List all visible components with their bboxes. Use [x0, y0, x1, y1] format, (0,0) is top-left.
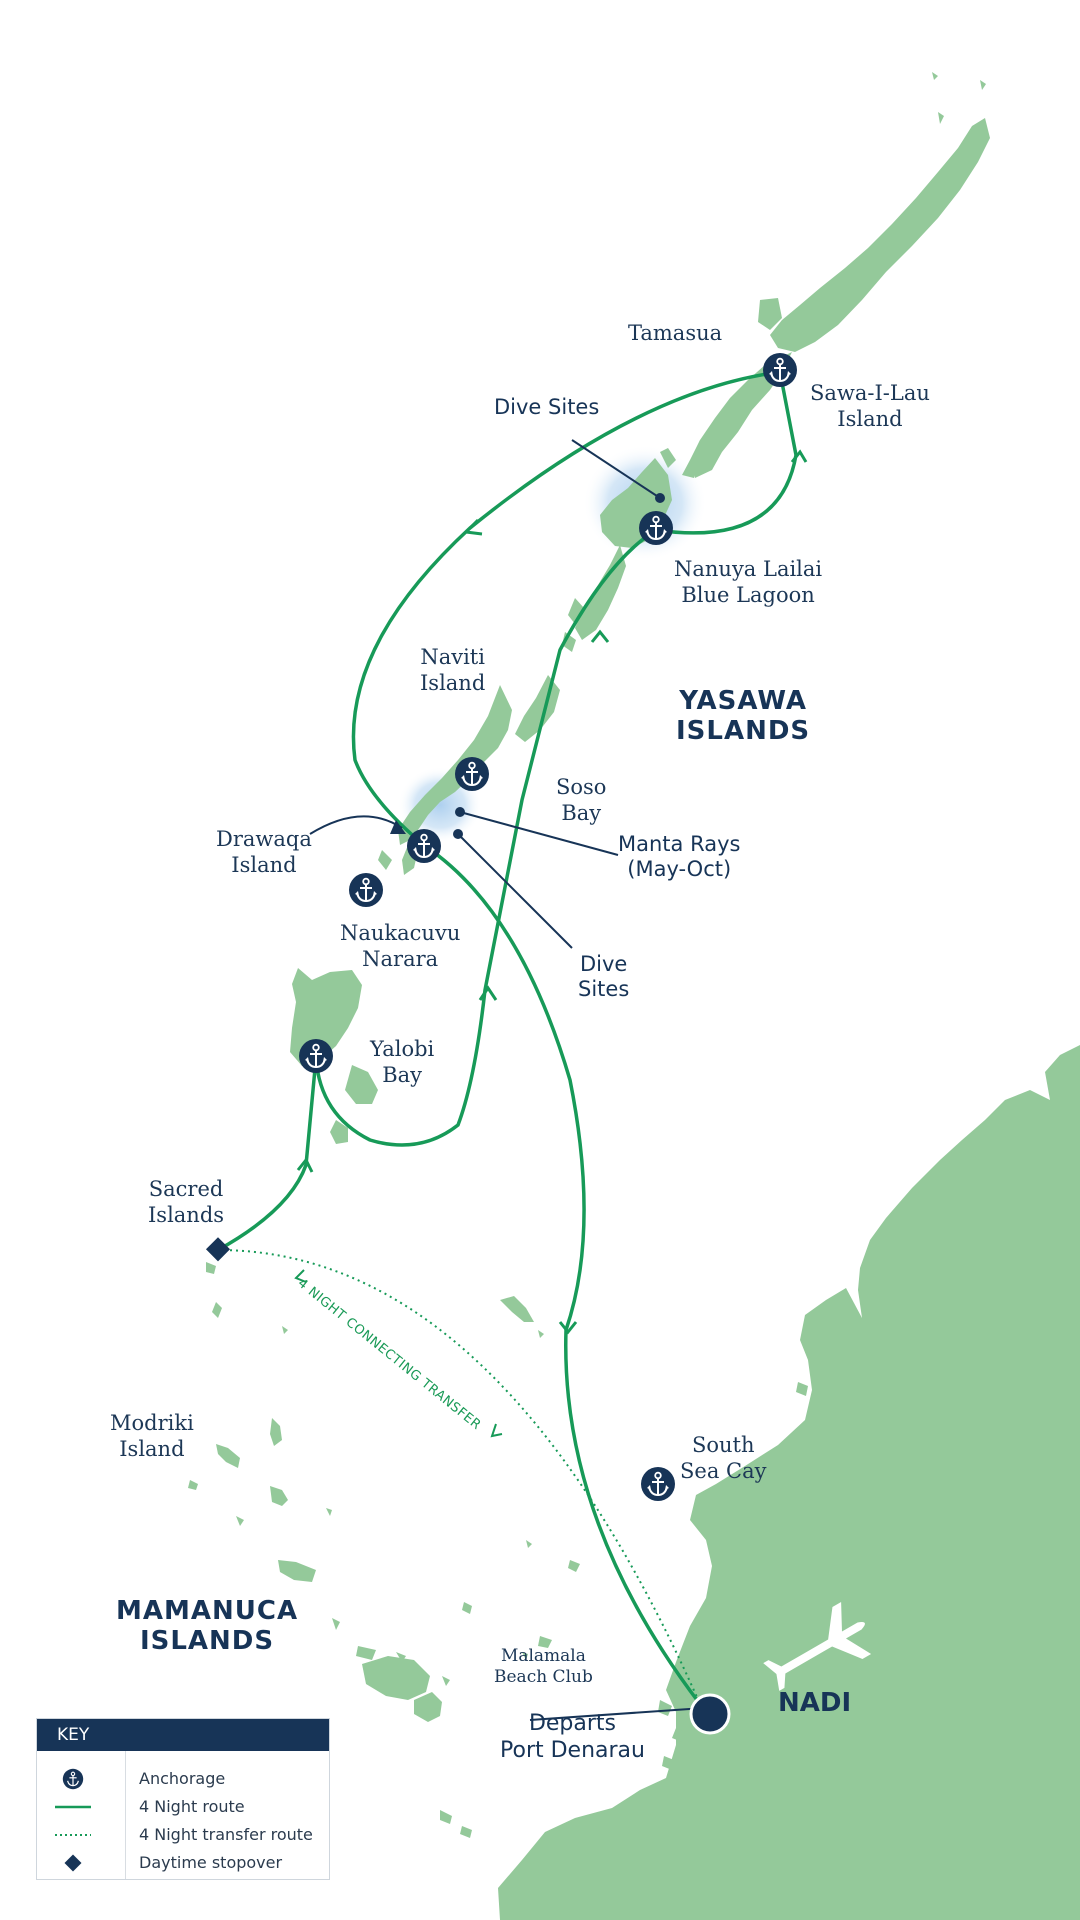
label-drawaqa: Drawaqa Island: [216, 826, 312, 878]
label-line: Departs: [528, 1711, 617, 1736]
label-line: Island: [231, 853, 297, 877]
legend-label: 4 Night route: [139, 1797, 245, 1816]
label-line: Naviti: [420, 645, 485, 669]
label-malamala: Malamala Beach Club: [494, 1646, 593, 1688]
manta-dot: [455, 807, 465, 817]
mainland-viti-levu: [498, 1045, 1080, 1920]
label-tamasua: Tamasua: [628, 320, 722, 346]
route-arrows: [296, 449, 808, 1335]
anchor-icon: [348, 872, 384, 908]
anchor-icon: [762, 352, 798, 388]
legend-item-route: 4 Night route: [37, 1793, 329, 1821]
legend-label: 4 Night transfer route: [139, 1825, 313, 1844]
label-line: Malamala: [500, 1646, 586, 1666]
label-line: MAMANUCA: [116, 1596, 299, 1626]
label-line: Blue Lagoon: [681, 583, 815, 607]
label-line: YASAWA: [679, 686, 807, 716]
label-line: ISLANDS: [676, 716, 811, 746]
legend-title: KEY: [37, 1719, 329, 1751]
label-line: Island: [119, 1437, 185, 1461]
dive-site-dot: [453, 829, 463, 839]
label-line: Drawaqa: [216, 827, 312, 851]
anchor-icon: [454, 756, 490, 792]
label-naukacuvu: Naukacuvu Narara: [340, 920, 460, 972]
label-line: Sea Cay: [680, 1459, 767, 1483]
label-line: Manta Rays: [618, 832, 741, 856]
four-night-route: [217, 370, 798, 1706]
dive-site-dot: [655, 493, 665, 503]
legend-label: Anchorage: [139, 1769, 226, 1788]
legend-item-anchorage: Anchorage: [37, 1765, 329, 1793]
label-soso-bay: Soso Bay: [556, 774, 606, 826]
label-line: Sites: [578, 977, 630, 1001]
label-line: Modriki: [110, 1411, 194, 1435]
dotted-line-icon: [55, 1834, 91, 1836]
label-line: South: [691, 1433, 755, 1457]
drawaqa-arrowhead: [390, 820, 406, 834]
region-yasawa: YASAWA ISLANDS: [676, 686, 810, 746]
label-line: Naukacuvu: [340, 921, 461, 945]
label-line: Nanuya Lailai: [674, 557, 823, 581]
airplane-icon: [763, 1602, 872, 1691]
label-dive-sites-south: Dive Sites: [578, 952, 629, 1002]
port-denarau-marker: [689, 1693, 731, 1735]
mamanuca-islands-land: [188, 72, 986, 1838]
transfer-arrow-2: [490, 1423, 503, 1438]
legend-item-stopover: Daytime stopover: [37, 1849, 329, 1877]
label-line: Beach Club: [494, 1667, 593, 1687]
label-south-sea-cay: South Sea Cay: [680, 1432, 766, 1484]
label-line: Bay: [382, 1063, 423, 1087]
anchor-icon: [62, 1768, 84, 1790]
label-manta-rays: Manta Rays (May-Oct): [618, 832, 740, 882]
label-line: (May-Oct): [627, 857, 732, 881]
label-line: Dive: [579, 952, 628, 976]
label-dive-sites-north: Dive Sites: [494, 395, 599, 420]
transfer-route-line: [217, 1249, 701, 1705]
legend-item-transfer: 4 Night transfer route: [37, 1821, 329, 1849]
transfer-arrow-1: [294, 1269, 307, 1283]
label-line: Bay: [561, 801, 602, 825]
label-line: Dive Sites: [494, 395, 600, 419]
region-mamanuca: MAMANUCA ISLANDS: [116, 1596, 298, 1656]
label-yalobi-bay: Yalobi Bay: [370, 1036, 434, 1088]
label-sacred-islands: Sacred Islands: [148, 1176, 224, 1228]
label-sawa-i-lau: Sawa-I-Lau Island: [810, 380, 930, 432]
legend-divider: [125, 1751, 126, 1879]
label-line: Sacred: [148, 1177, 224, 1201]
diamond-icon: [64, 1854, 82, 1872]
legend-label: Daytime stopover: [139, 1853, 283, 1872]
label-line: ISLANDS: [139, 1626, 275, 1656]
anchor-icon: [640, 1466, 676, 1502]
label-naviti: Naviti Island: [420, 644, 485, 696]
map-legend: KEY Anchorage 4 Night route 4 Night tran…: [36, 1718, 330, 1880]
label-line: Soso: [556, 775, 607, 799]
label-nadi: NADI: [778, 1688, 851, 1718]
label-line: NADI: [778, 1688, 852, 1718]
label-modriki: Modriki Island: [110, 1410, 194, 1462]
label-line: Islands: [148, 1203, 225, 1227]
diamond-icon: [205, 1237, 231, 1262]
label-line: Sawa-I-Lau: [810, 381, 930, 405]
callout-lines: [309, 439, 705, 1721]
label-line: Island: [420, 671, 486, 695]
label-line: Island: [837, 407, 903, 431]
label-line: Yalobi: [370, 1037, 435, 1061]
label-line: Port Denarau: [500, 1738, 645, 1763]
anchor-icon: [298, 1038, 334, 1074]
solid-line-icon: [55, 1805, 91, 1809]
anchor-icon: [638, 510, 674, 546]
anchor-icon: [406, 828, 442, 864]
label-line: Narara: [362, 947, 439, 971]
label-departs: Departs Port Denarau: [500, 1710, 645, 1764]
label-tamasua-text: Tamasua: [628, 321, 723, 345]
label-nanuya-lailai: Nanuya Lailai Blue Lagoon: [674, 556, 822, 608]
